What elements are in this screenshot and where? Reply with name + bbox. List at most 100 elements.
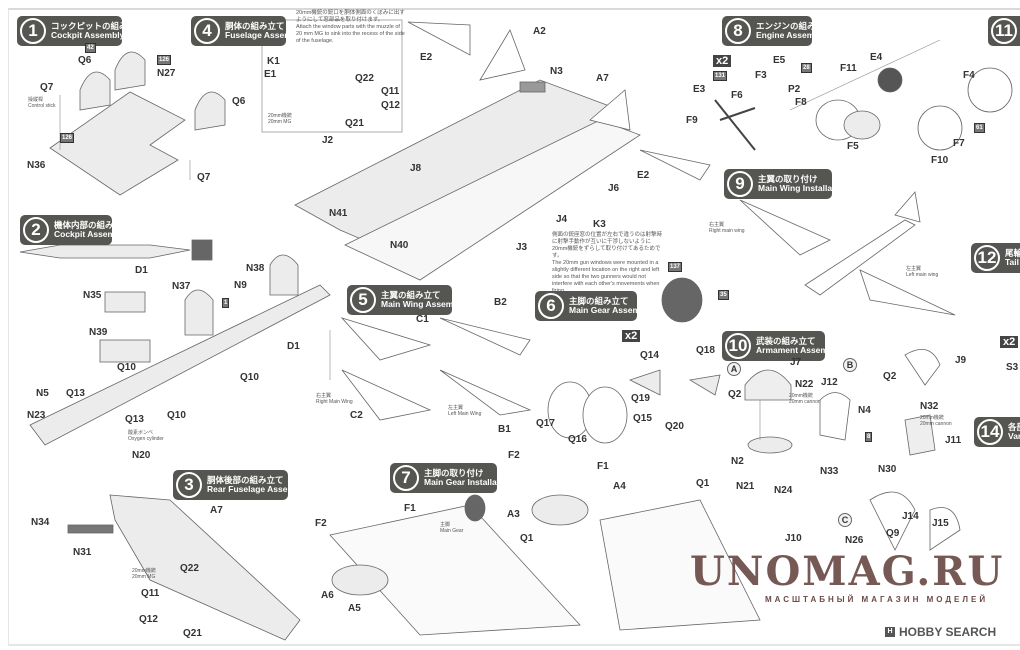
aircraft-wing-installation bbox=[804, 219, 916, 296]
section-2-header: 2 機体内部の組み立てCockpit Assembly bbox=[20, 215, 112, 245]
caption-en: Control stick bbox=[28, 103, 56, 109]
step-number: 11 bbox=[991, 18, 1017, 44]
section-title-jp: 主翼の組み立て bbox=[381, 290, 441, 301]
caption-jp: 左主翼 bbox=[906, 266, 922, 272]
part-label: S3 bbox=[1006, 362, 1019, 373]
aircraft-tail bbox=[894, 191, 921, 223]
part-label: Q6 bbox=[78, 55, 92, 66]
part-label: P2 bbox=[788, 84, 801, 95]
part-label: Q11 bbox=[381, 86, 400, 97]
part-label: N40 bbox=[390, 240, 409, 251]
step-ref-badge: 1 bbox=[222, 298, 230, 308]
part-label: N5 bbox=[36, 388, 49, 399]
part-label: Q10 bbox=[117, 362, 136, 373]
section-title-en: Main Wing Installation bbox=[758, 183, 832, 193]
part-label: C2 bbox=[350, 410, 363, 421]
turret-j15 bbox=[929, 507, 961, 551]
brand-name: HOBBY SEARCH bbox=[899, 625, 997, 639]
color-code-badge: 8 bbox=[865, 432, 873, 442]
section-12-header: 12 尾輪の組Tail Wh bbox=[971, 243, 1020, 273]
cowl-f4 bbox=[967, 67, 1013, 113]
part-label: F2 bbox=[508, 450, 520, 461]
color-code-badge: 61 bbox=[974, 123, 985, 133]
step-number: 14 bbox=[977, 419, 1003, 445]
part-label: A7 bbox=[596, 73, 609, 84]
part-label: J14 bbox=[902, 511, 919, 522]
part-label: Q12 bbox=[139, 614, 158, 625]
part-label: N41 bbox=[329, 208, 348, 219]
caption-en: 20mm cannon bbox=[789, 399, 821, 405]
part-label: N27 bbox=[157, 68, 176, 79]
section-title-en: Main Gear Assembly bbox=[569, 305, 637, 315]
part-label: D1 bbox=[287, 341, 300, 352]
part-label: E2 bbox=[420, 52, 433, 63]
multiplier-right: x2 bbox=[1000, 336, 1019, 348]
part-label: Q21 bbox=[183, 628, 202, 639]
turret-j7 bbox=[744, 369, 792, 401]
part-label: F8 bbox=[795, 97, 807, 108]
n31-drawing bbox=[67, 524, 114, 534]
section-14-header: 14 各部品Vario bbox=[974, 417, 1020, 447]
fuselage-detail-inset bbox=[261, 19, 403, 133]
part-label: N22 bbox=[795, 379, 814, 390]
propeller-e3 bbox=[714, 99, 756, 151]
stabilizer-e2-top bbox=[407, 21, 471, 56]
part-label: Q7 bbox=[197, 172, 211, 183]
sub-assembly-c: C bbox=[838, 513, 852, 527]
part-label: N30 bbox=[878, 464, 897, 475]
step-number: 7 bbox=[393, 465, 419, 491]
cockpit-floor-long-drawing bbox=[29, 284, 331, 446]
section-title-en: Armament Assembly bbox=[756, 345, 825, 355]
part-label: N24 bbox=[774, 485, 793, 496]
part-label: A7 bbox=[210, 505, 223, 516]
step-number: 2 bbox=[23, 217, 49, 243]
caption-en: 20mm MG bbox=[268, 119, 292, 125]
wheel-q16 bbox=[582, 386, 628, 444]
part-label: F10 bbox=[931, 155, 949, 166]
part-label: Q10 bbox=[240, 372, 259, 383]
section-title-jp: エンジンの組み立て bbox=[756, 21, 812, 32]
part-label: A3 bbox=[507, 509, 520, 520]
wing-b2 bbox=[439, 317, 531, 356]
part-label: J6 bbox=[608, 183, 620, 194]
part-label: J15 bbox=[932, 518, 949, 529]
seat-drawing bbox=[194, 91, 226, 131]
caption-en: Right main wing bbox=[709, 228, 745, 234]
step-number: 10 bbox=[725, 333, 751, 359]
part-label: B2 bbox=[494, 297, 507, 308]
seat-drawing bbox=[79, 71, 111, 111]
part-label: Q21 bbox=[345, 118, 364, 129]
nacelle-a3-a4 bbox=[531, 494, 589, 526]
part-label: J4 bbox=[556, 214, 568, 225]
part-label: E3 bbox=[693, 84, 706, 95]
part-label: D1 bbox=[135, 265, 148, 276]
step-number: 5 bbox=[350, 287, 376, 313]
box-n39-drawing bbox=[99, 339, 151, 363]
section-8-header: 8 エンジンの組み立てEngine Assembly bbox=[722, 16, 812, 46]
wing-lower-drawing bbox=[329, 504, 581, 636]
part-label: N23 bbox=[27, 410, 46, 421]
caption-jp: 主脚 bbox=[440, 522, 451, 528]
part-label: F3 bbox=[755, 70, 767, 81]
section-title-en: Main Wing Assembly bbox=[381, 299, 452, 309]
caption-en: 20mm MG bbox=[132, 574, 156, 580]
part-label: Q16 bbox=[568, 434, 587, 445]
part-label: A2 bbox=[533, 26, 546, 37]
color-code-badge: 28 bbox=[801, 63, 812, 73]
part-label: A4 bbox=[613, 481, 626, 492]
rear-fuselage-drawing bbox=[109, 494, 301, 641]
color-code-badge: 126 bbox=[60, 133, 75, 143]
section-title-jp: 武装の組み立て bbox=[756, 336, 816, 347]
section-title-en: Vario bbox=[1008, 431, 1020, 441]
caption-en: Oxygen cylinder bbox=[128, 436, 164, 442]
fuselage-note: 20mm機銃の銃口を胴体側面のくぼみに出すようにして窓部品を取り付けます。 At… bbox=[296, 10, 406, 45]
part-label: A6 bbox=[321, 590, 334, 601]
caption-jp: 左主翼 bbox=[448, 405, 464, 411]
